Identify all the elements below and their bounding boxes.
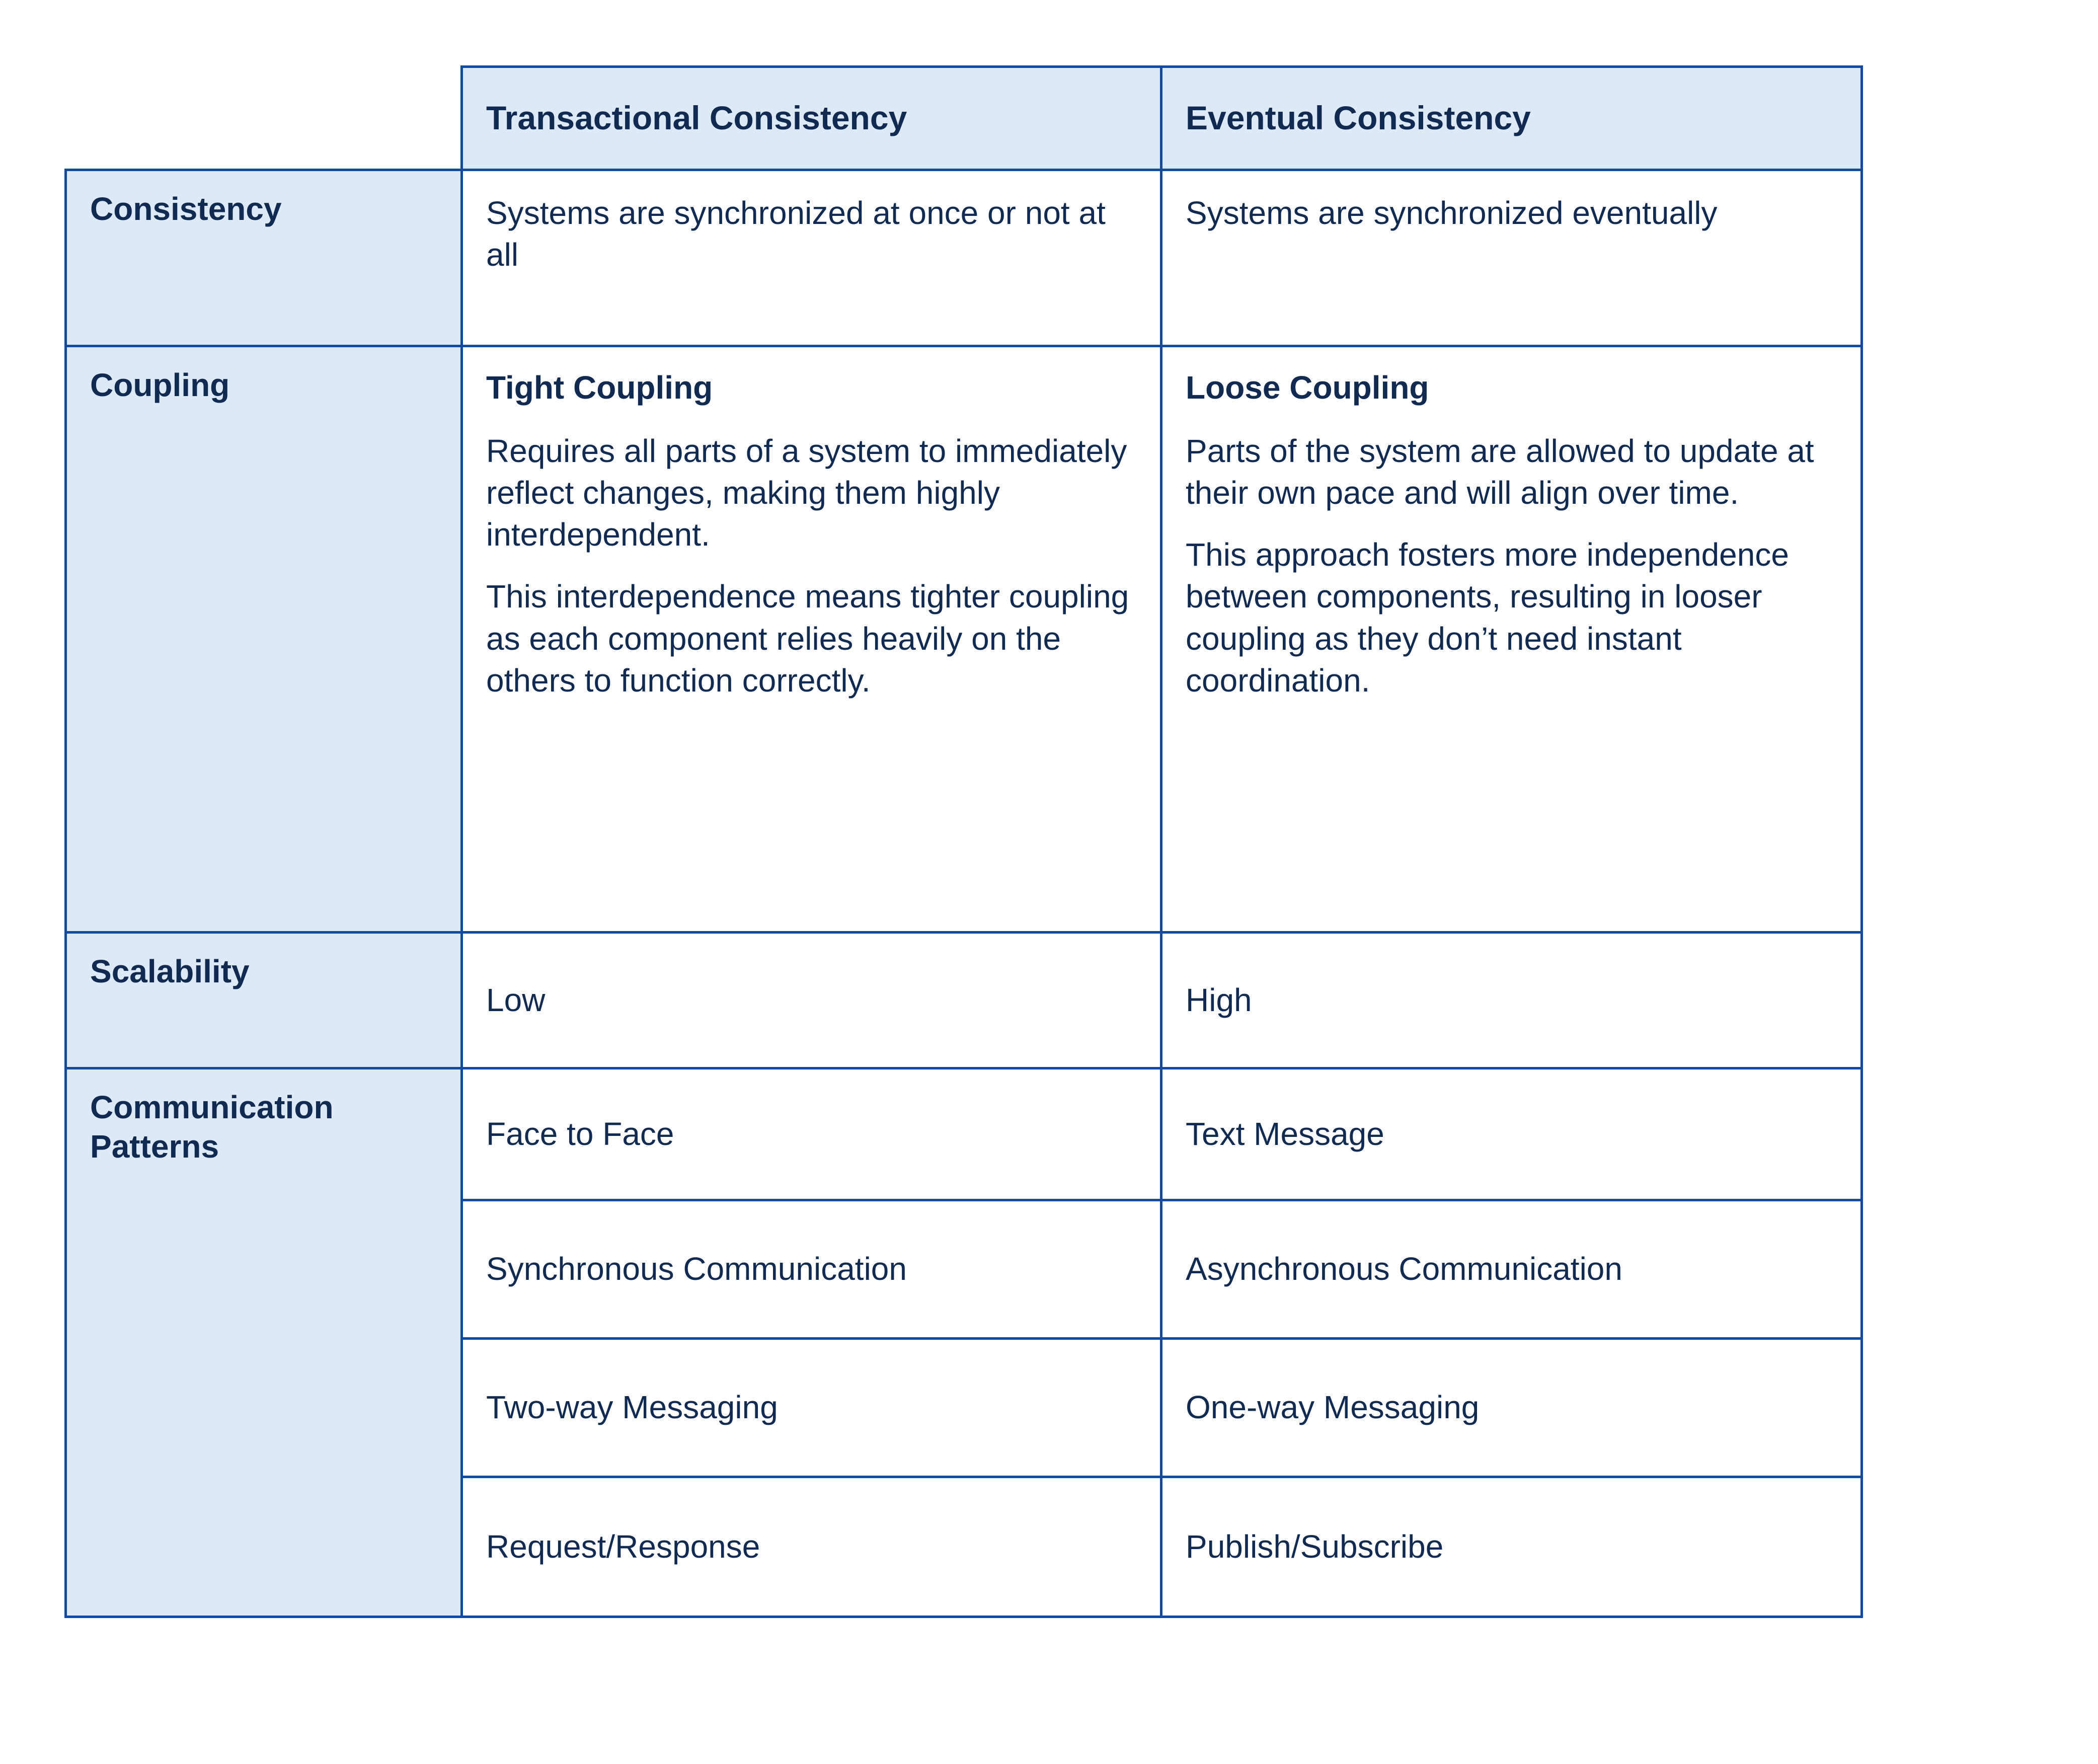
row-label-communication-patterns: Communication Patterns [64,1067,463,1618]
cell-scalability-transactional: Low [460,931,1162,1069]
consistency-comparison-table: Transactional Consistency Eventual Consi… [64,65,1863,1618]
cell-communication-transactional-2: Synchronous Communication [460,1199,1162,1340]
cell-communication-transactional-1: Face to Face [460,1067,1162,1201]
cell-communication-eventual-1: Text Message [1160,1067,1863,1201]
table-row-communication-patterns-4: Request/Response Publish/Subscribe [66,1476,1863,1618]
coupling-paragraph-2-tight: This interdependence means tighter coupl… [486,578,1129,699]
cell-communication-transactional-4: Request/Response [460,1476,1162,1618]
coupling-heading-tight: Tight Coupling [486,369,713,406]
column-header-eventual: Eventual Consistency [1160,65,1863,171]
column-header-transactional: Transactional Consistency [460,65,1162,171]
coupling-paragraph-1-tight: Requires all parts of a system to immedi… [486,432,1127,553]
cell-communication-eventual-4: Publish/Subscribe [1160,1476,1863,1618]
cell-coupling-eventual: Loose Coupling Parts of the system are a… [1160,345,1863,934]
table-row-consistency: Consistency Systems are synchronized at … [64,169,1863,347]
table-header-row: Transactional Consistency Eventual Consi… [66,65,1863,171]
table-row-coupling: Coupling Tight Coupling Requires all par… [64,345,1863,934]
coupling-heading-loose: Loose Coupling [1186,369,1429,406]
cell-communication-transactional-3: Two-way Messaging [460,1337,1162,1478]
table-row-scalability: Scalability Low High [64,931,1863,1069]
header-corner-cell [66,67,462,170]
cell-consistency-transactional: Systems are synchronized at once or not … [460,169,1162,347]
cell-scalability-eventual: High [1160,931,1863,1069]
row-label-coupling: Coupling [64,345,463,934]
cell-consistency-eventual: Systems are synchronized eventually [1160,169,1863,347]
row-label-scalability: Scalability [64,931,463,1069]
cell-communication-eventual-3: One-way Messaging [1160,1337,1863,1478]
coupling-paragraph-2-loose: This approach fosters more independence … [1186,536,1789,699]
table-row-communication-patterns-1: Communication Patterns Face to Face Text… [64,1067,1863,1618]
cell-coupling-transactional: Tight Coupling Requires all parts of a s… [460,345,1162,934]
coupling-paragraph-1-loose: Parts of the system are allowed to updat… [1186,432,1814,511]
table-row-communication-patterns-2: Synchronous Communication Asynchronous C… [66,1199,1863,1340]
row-label-consistency: Consistency [64,169,463,347]
table-row-communication-patterns-3: Two-way Messaging One-way Messaging [66,1337,1863,1478]
cell-communication-eventual-2: Asynchronous Communication [1160,1199,1863,1340]
